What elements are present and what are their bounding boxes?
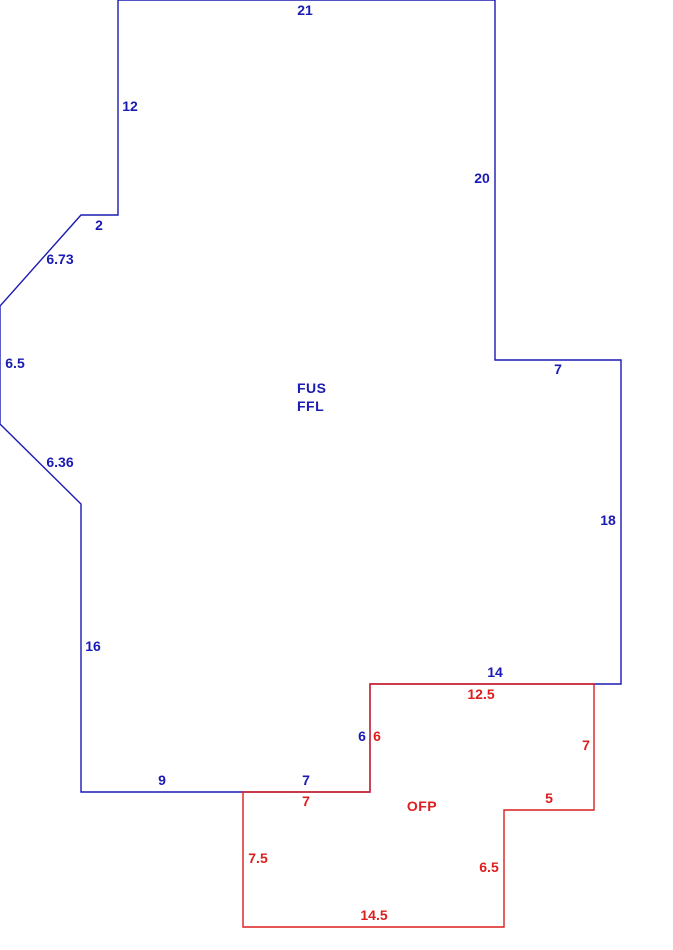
dim-living-right-lower: 18 (600, 512, 616, 528)
dim-living-right-step: 7 (554, 361, 562, 377)
living-area-code-1: FUS (297, 380, 327, 396)
dim-porch-left-mid: 7 (302, 793, 310, 809)
porch-labels: 12.5 6 7 7 5 7.5 6.5 14.5 OFP (248, 686, 590, 923)
dim-living-right-upper: 20 (474, 170, 490, 186)
dim-living-upper-left: 12 (122, 98, 138, 114)
dim-living-angle-upper: 6.73 (46, 251, 73, 267)
dim-porch-bottom: 14.5 (360, 907, 387, 923)
dim-living-top: 21 (297, 2, 313, 18)
living-area-code-2: FFL (297, 398, 324, 414)
dim-living-notch: 2 (95, 217, 103, 233)
dim-porch-left-upper: 6 (373, 728, 381, 744)
dim-porch-left-lower: 7.5 (248, 850, 268, 866)
dim-living-step-top: 14 (487, 664, 503, 680)
dim-living-bottom-left: 9 (158, 772, 166, 788)
dim-living-step-inner: 6 (358, 728, 366, 744)
dim-living-left: 6.5 (5, 355, 25, 371)
porch-outline (242, 683, 595, 928)
living-area-outline (0, 0, 622, 793)
living-area-labels: 21 12 2 6.73 6.5 6.36 16 9 7 6 14 18 7 2… (5, 2, 616, 788)
dim-porch-right-lower: 6.5 (479, 859, 499, 875)
dim-living-angle-lower: 6.36 (46, 454, 73, 470)
dim-living-bottom-mid: 7 (302, 772, 310, 788)
dim-porch-right-upper: 7 (582, 737, 590, 753)
porch-area-code: OFP (407, 798, 437, 814)
dim-porch-top: 12.5 (467, 686, 494, 702)
dim-porch-step: 5 (545, 790, 553, 806)
dim-living-lower-left: 16 (85, 638, 101, 654)
